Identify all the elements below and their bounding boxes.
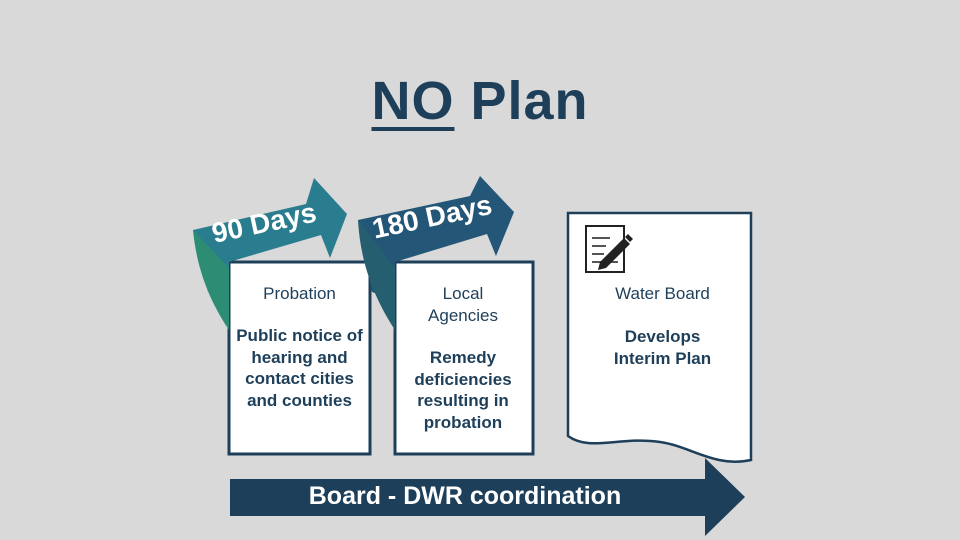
stage-body-local-agencies: Remedy deficiencies resulting in probati… — [414, 348, 512, 432]
ribbon-90-days-fold — [193, 230, 229, 330]
stage-body-probation: Public notice of hearing and contact cit… — [236, 326, 363, 410]
stage-heading-local-agencies: Local Agencies — [428, 284, 498, 325]
title-emphasis: NO — [371, 71, 455, 131]
timeline-arrow — [230, 458, 745, 536]
page-title: NO Plan — [0, 70, 960, 132]
stage-card-water-board — [566, 211, 753, 463]
timeline-arrow-label: Board - DWR coordination — [308, 482, 622, 510]
title-rest: Plan — [470, 71, 589, 131]
stage-heading-water-board: Water Board — [615, 284, 710, 303]
ribbon-180-days — [358, 176, 514, 300]
stage-card-90-days — [227, 260, 372, 456]
document-edit-icon — [585, 225, 633, 273]
stage-body-water-board: Develops Interim Plan — [613, 327, 712, 368]
ribbon-180-days-fold — [358, 220, 395, 330]
ribbon-90-days — [193, 178, 347, 300]
stage-card-180-days — [393, 260, 535, 456]
stage-heading-probation: Probation — [263, 284, 336, 303]
